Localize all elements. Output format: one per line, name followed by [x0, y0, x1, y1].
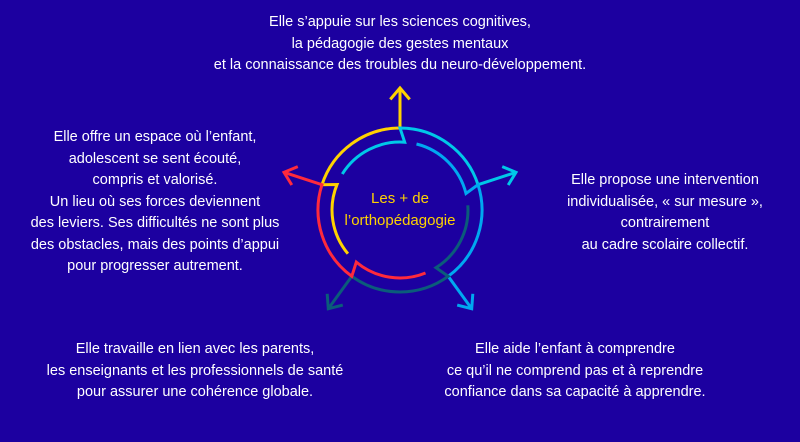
- text-line: pour progresser autrement.: [67, 258, 243, 274]
- text-block-top: Elle s’appuie sur les sciences cognitive…: [150, 12, 650, 77]
- text-line: individualisée, « sur mesure »,: [567, 193, 763, 210]
- text-line: compris et valorisé.: [92, 172, 218, 188]
- text-line: Elle travaille en lien avec les parents,: [75, 341, 315, 357]
- text-line: des obstacles, mais des points d’appui: [30, 236, 280, 253]
- text-line: les enseignants et les professionnels de…: [46, 362, 344, 379]
- cycle-segment-red: [283, 170, 427, 280]
- text-line: la pédagogie des gestes mentaux: [291, 35, 509, 52]
- text-block-bottom-left: Elle travaille en lien avec les parents,…: [20, 339, 370, 404]
- text-line: adolescent se sent écouté,: [68, 150, 242, 167]
- center-title-line1: Les + de: [371, 190, 429, 207]
- arrow-head-icon: [281, 165, 299, 186]
- arrow-head-icon: [501, 165, 519, 186]
- text-line: Elle offre un espace où l’enfant,: [53, 129, 257, 145]
- cycle-segment-yellow: [319, 88, 402, 255]
- text-line: confiance dans sa capacité à apprendre.: [444, 384, 706, 400]
- text-line: Elle propose une intervention: [571, 172, 759, 188]
- text-line: Elle s’appuie sur les sciences cognitive…: [269, 14, 531, 30]
- text-block-bottom-right: Elle aide l’enfant à comprendre ce qu’il…: [420, 339, 730, 404]
- center-title-line2: l’orthopédagogie: [344, 212, 456, 229]
- arrow-head-icon: [456, 293, 475, 311]
- text-line: Elle aide l’enfant à comprendre: [475, 341, 675, 357]
- text-line: des leviers. Ses difficultés ne sont plu…: [30, 215, 280, 231]
- cycle-segment-teal: [327, 205, 470, 310]
- center-title: Les + de l’orthopédagogie: [320, 188, 480, 232]
- text-line: Un lieu où ses forces deviennent: [49, 193, 261, 210]
- cycle-segment-cyan: [341, 126, 517, 187]
- arrow-head-icon: [389, 85, 411, 101]
- text-line: et la connaissance des troubles du neuro…: [213, 57, 587, 73]
- text-line: ce qu’il ne comprend pas et à reprendre: [446, 362, 704, 379]
- text-block-left: Elle offre un espace où l’enfant, adoles…: [10, 127, 300, 278]
- text-line: pour assurer une cohérence globale.: [76, 384, 314, 400]
- text-line: au cadre scolaire collectif.: [581, 236, 749, 253]
- text-line: contrairement: [620, 215, 710, 231]
- text-block-right: Elle propose une intervention individual…: [540, 170, 790, 256]
- arrow-head-icon: [325, 293, 344, 311]
- cycle-segment-light-blue: [416, 142, 484, 310]
